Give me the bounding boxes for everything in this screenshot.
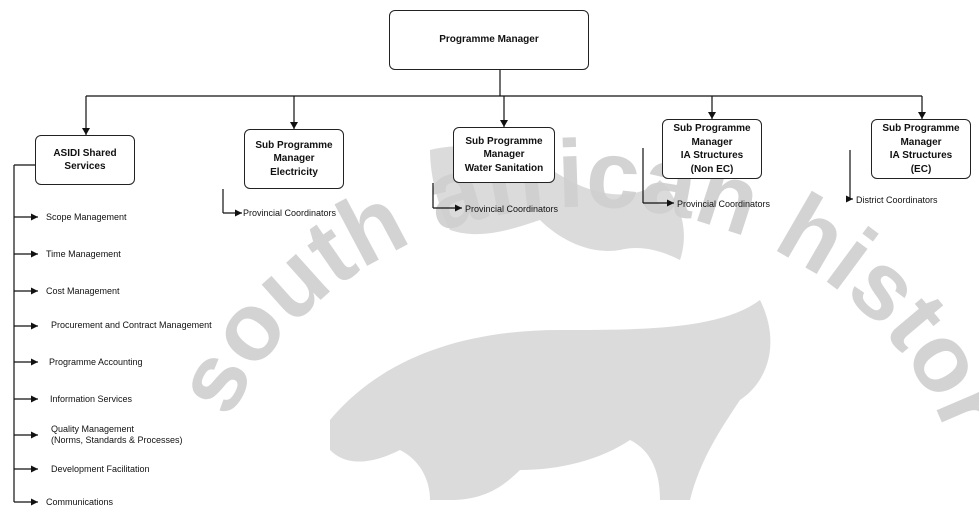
arrowhead [31, 395, 38, 403]
arrowhead [31, 431, 38, 439]
water-box: Sub Programme Manager Water Sanitation [453, 127, 555, 183]
service-item: Cost Management [46, 286, 120, 296]
service-item: Scope Management [46, 212, 127, 222]
arrowhead [31, 322, 38, 330]
arrowhead [918, 112, 926, 119]
service-item: Communications [46, 497, 114, 507]
arrowhead [31, 287, 38, 295]
arrowhead [31, 358, 38, 366]
arrowhead [82, 128, 90, 135]
service-item: Procurement and Contract Management [51, 320, 212, 330]
coordinator-label: Provincial Coordinators [677, 199, 771, 209]
arrowhead [667, 199, 674, 207]
ia-nonec-box: Sub Programme Manager IA Structures (Non… [662, 119, 762, 179]
programme-manager-box: Programme Manager [389, 10, 589, 70]
programme-manager-label: Programme Manager [439, 34, 539, 46]
service-item: Time Management [46, 249, 121, 259]
arrowhead [846, 195, 853, 203]
arrowhead [455, 204, 462, 212]
ia-nonec-label: Sub Programme Manager IA Structures (Non… [673, 123, 751, 175]
coordinator-label: Provincial Coordinators [243, 208, 337, 218]
arrowhead [708, 112, 716, 119]
arrowhead [235, 209, 242, 217]
arrowhead [31, 465, 38, 473]
service-item: Quality Management (Norms, Standards & P… [51, 424, 183, 446]
coordinator-label: District Coordinators [856, 195, 938, 205]
asidi-box: ASIDI Shared Services [35, 135, 135, 185]
arrowhead [500, 120, 508, 127]
arrowhead [31, 250, 38, 258]
water-label: Sub Programme Manager Water Sanitation [464, 135, 544, 174]
electricity-box: Sub Programme Manager Electricity [244, 129, 344, 189]
service-item: Programme Accounting [49, 357, 143, 367]
arrowhead [31, 213, 38, 221]
arrowhead [31, 498, 38, 506]
asidi-label: ASIDI Shared Services [53, 147, 117, 173]
service-item: Information Services [50, 394, 133, 404]
coordinator-label: Provincial Coordinators [465, 204, 559, 214]
ia-ec-box: Sub Programme Manager IA Structures (EC) [871, 119, 971, 179]
arrowhead [290, 122, 298, 129]
ia-ec-label: Sub Programme Manager IA Structures (EC) [882, 123, 960, 175]
service-item: Development Facilitation [51, 464, 150, 474]
electricity-label: Sub Programme Manager Electricity [255, 139, 333, 178]
